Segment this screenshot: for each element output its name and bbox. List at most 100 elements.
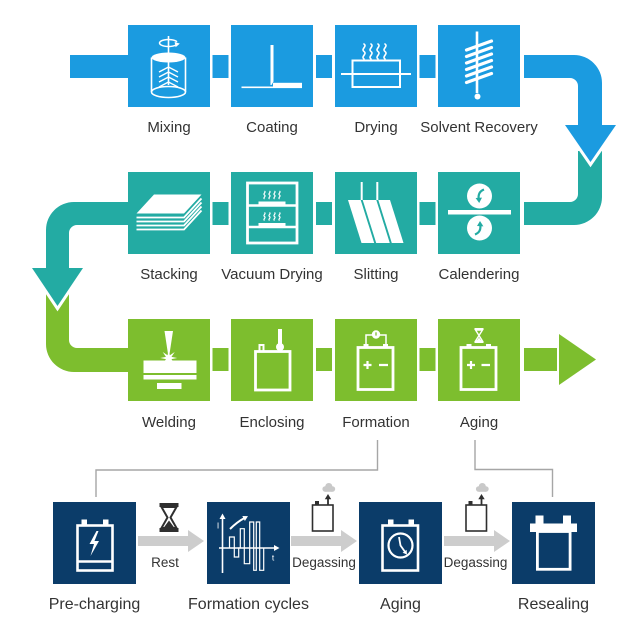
- flow-arrow-right-icon: [559, 334, 596, 385]
- current-axis-arrowhead: [219, 513, 226, 519]
- top-sheet: [136, 194, 202, 214]
- vacuum-oven-icon: [246, 181, 299, 245]
- step-label-welding: Welding: [142, 413, 196, 431]
- welding-torch: [164, 331, 173, 354]
- electrode-strip: [362, 200, 390, 243]
- battery-terminal: [363, 344, 369, 348]
- battery-terminal: [408, 519, 414, 526]
- time-axis-label: t: [272, 553, 275, 563]
- solvent-drop: [474, 93, 481, 100]
- workpiece-lower: [143, 375, 197, 380]
- lightning-bolt: [89, 531, 99, 556]
- battery-body: [356, 346, 395, 391]
- connector-pipe-slitting-vacuum-drying: [316, 202, 332, 225]
- battery-terminal: [383, 344, 388, 348]
- battery-terminal: [563, 515, 571, 525]
- mixing-tank-icon: [150, 36, 187, 99]
- hourglass-base: [474, 341, 484, 343]
- detail-step-resealing: [512, 502, 595, 584]
- connector-pipe-calendering-slitting: [419, 202, 436, 225]
- hourglass-icon: [159, 503, 179, 532]
- clock-hand-arrowhead: [402, 549, 407, 555]
- oven-cabinet: [246, 181, 299, 245]
- step-label-calendering: Calendering: [438, 265, 520, 283]
- battery-terminal: [81, 519, 87, 526]
- step-label-vacuum-drying: Vacuum Drying: [221, 265, 323, 283]
- condenser-coil-icon: [464, 31, 494, 100]
- sealed-battery-icon: [530, 515, 577, 571]
- bend-pipe-right-lower: [524, 151, 602, 225]
- connector-pipe-mixing-coating: [212, 55, 229, 78]
- battery-terminal: [103, 519, 109, 526]
- substrate-foil: [241, 86, 302, 89]
- battery-terminal: [486, 344, 491, 348]
- heat-waves-upper: [263, 190, 281, 200]
- hourglass-cap: [159, 503, 179, 507]
- battery-body: [459, 346, 498, 391]
- sealing-pin-tip: [276, 343, 284, 351]
- process-row-bottom: Welding Enclosing Formation: [0, 319, 617, 435]
- step-label-solvent-recovery: Solvent Recovery: [420, 119, 538, 136]
- polarity-signs: [363, 361, 388, 369]
- detail-step-formation-cycles: I t: [207, 502, 290, 584]
- oven-shelves: [247, 204, 297, 229]
- battery-charging-icon: [76, 519, 114, 572]
- agitator-blades: [158, 66, 179, 88]
- battery-gas-release-icon: [311, 483, 336, 532]
- step-label-enclosing: Enclosing: [239, 413, 305, 431]
- connector-pipe-drying-solvent-recovery: [419, 55, 436, 78]
- cell-terminal: [258, 344, 265, 353]
- step-label-drying: Drying: [354, 119, 398, 136]
- flow-pipes: [32, 55, 616, 385]
- rotation-arrowhead: [174, 41, 180, 48]
- gas-cloud-icon: [475, 483, 489, 492]
- polarity-signs: [467, 361, 490, 369]
- battery-terminal: [535, 515, 544, 525]
- cloud-base: [478, 488, 486, 492]
- bend-pipe-left-lower: [46, 294, 128, 372]
- trend-arrowhead: [242, 516, 248, 521]
- connector-pipe-vacuum-drying-stacking: [212, 202, 229, 225]
- transition-arrow-rest: [138, 530, 204, 552]
- electrode-stack-icon: [136, 194, 203, 231]
- transition-arrow-degassing: [291, 530, 357, 552]
- slitting-blade: [360, 182, 363, 200]
- step-aging: [438, 319, 520, 401]
- welding-base: [157, 383, 182, 389]
- coating-blade: [270, 45, 274, 85]
- flow-inlet-pipe: [70, 55, 128, 78]
- connector-pipe-welding-enclosing: [212, 348, 229, 371]
- formation-detail-graphics: [95, 440, 554, 552]
- battery-terminal: [466, 344, 472, 348]
- battery-gas-release-icon: [465, 483, 489, 532]
- step-slitting: [335, 172, 417, 254]
- connector-pipe-enclosing-formation: [316, 348, 332, 371]
- battery-meter-icon: [356, 330, 395, 391]
- battery-body: [311, 504, 334, 532]
- tank-top: [151, 52, 186, 63]
- tank-bottom: [150, 85, 187, 99]
- process-row-top: Mixing Coating Drying Solvent Re: [0, 25, 617, 141]
- step-label-formation: Formation: [342, 413, 410, 431]
- clock-face: [387, 532, 414, 559]
- upper-rotation-arrowhead: [475, 197, 482, 203]
- electrode-sheet: [448, 210, 511, 215]
- hourglass-base: [159, 528, 179, 532]
- hourglass-cap: [474, 328, 484, 330]
- cell-casing-icon: [254, 329, 292, 392]
- hourglass-glass: [474, 329, 484, 342]
- detail-step-label-pre-charging: Pre-charging: [48, 596, 141, 613]
- heating-element-icon: [341, 43, 411, 88]
- stacked-sheets: [136, 197, 203, 231]
- vent-arrowhead: [324, 494, 332, 500]
- callout-line-formation: [95, 440, 379, 497]
- heat-waves-lower: [263, 212, 281, 221]
- detail-step-aging: [359, 502, 442, 584]
- bend-pipe-right-upper: [524, 55, 602, 127]
- vent-arrowhead: [478, 494, 485, 500]
- transition-label-degassing: Degassing: [443, 555, 508, 570]
- tray-lower: [258, 223, 286, 226]
- step-calendering: [438, 172, 520, 254]
- lower-rotation-arrowhead: [477, 221, 484, 227]
